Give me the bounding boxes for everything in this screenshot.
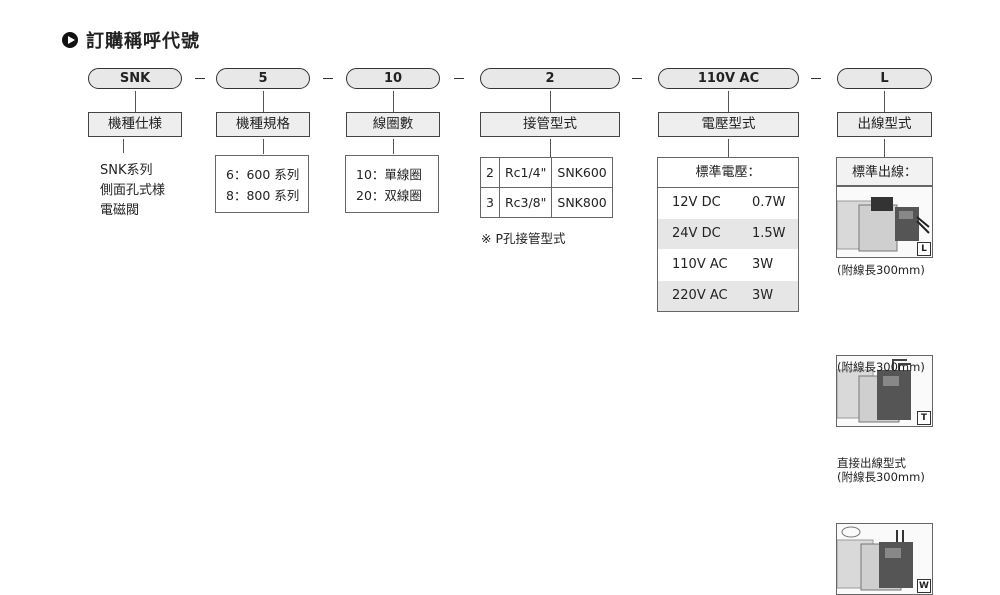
connector-line (550, 139, 551, 157)
connector-line (550, 91, 551, 112)
table-row: 2 Rc1/4" SNK600 (480, 157, 613, 188)
port-thread-cell: Rc3/8" (498, 187, 553, 218)
category-model-type: 機種仕様 (88, 112, 182, 137)
port-model-cell: SNK600 (551, 157, 613, 188)
connector-line (135, 91, 136, 112)
play-circle-icon (62, 32, 78, 48)
category-port-type: 接管型式 (480, 112, 620, 137)
power-cell: 1.5W (752, 226, 786, 241)
connector-line (393, 91, 394, 112)
connector-line (728, 91, 729, 112)
table-row: 12V DC 0.7W (658, 188, 798, 219)
wiring-badge: W (917, 579, 931, 593)
category-coil-count: 線圏數 (346, 112, 440, 137)
voltage-table-header: 標準電壓： (658, 158, 798, 188)
voltage-cell: 24V DC (672, 226, 721, 241)
valve-t-illustration (837, 359, 911, 423)
model-desc-line: 側面孔式様 (100, 183, 166, 198)
port-model-cell: SNK800 (551, 187, 613, 218)
table-row: 220V AC 3W (658, 281, 798, 311)
coil-options-box: 10：單線圈 20：双線圈 (345, 155, 439, 213)
model-desc-line: 電磁閥 (100, 203, 140, 218)
coil-option: 20：双線圈 (356, 188, 422, 203)
connector-line (728, 139, 729, 157)
wiring-badge: L (917, 242, 931, 256)
code-pill-wiring: L (837, 68, 932, 89)
table-row: 110V AC 3W (658, 250, 798, 281)
spec-option: 6：600 系列 (226, 167, 300, 182)
category-model-spec: 機種規格 (216, 112, 310, 137)
wiring-caption-line: 直接出線型式 (837, 456, 906, 470)
valve-l-illustration (837, 197, 930, 252)
separator-dash (632, 78, 642, 79)
connector-line (393, 139, 394, 154)
port-table: 2 Rc1/4" SNK600 3 Rc3/8" SNK800 (480, 157, 613, 218)
code-pill-model: SNK (88, 68, 182, 89)
separator-dash (195, 78, 205, 79)
connector-line (263, 139, 264, 154)
wiring-photo-w: W (836, 523, 933, 595)
wiring-caption: (附線長300mm) (837, 263, 925, 277)
power-cell: 0.7W (752, 195, 786, 210)
spec-options-box: 6：600 系列 8：800 系列 (215, 155, 309, 213)
table-row: 24V DC 1.5W (658, 219, 798, 250)
spec-option: 8：800 系列 (226, 188, 300, 203)
voltage-cell: 12V DC (672, 195, 721, 210)
wiring-photo-l: L (836, 186, 933, 258)
table-row: 3 Rc3/8" SNK800 (480, 187, 613, 218)
page-title-text: 訂購稱呼代號 (86, 31, 200, 52)
connector-line (884, 91, 885, 112)
separator-dash (454, 78, 464, 79)
model-desc-line: SNK系列 (100, 163, 153, 178)
page-title: 訂購稱呼代號 (62, 27, 200, 53)
connector-line (263, 91, 264, 112)
wiring-photo-t: T (836, 355, 933, 427)
category-voltage-type: 電壓型式 (658, 112, 799, 137)
wiring-badge: T (917, 411, 931, 425)
voltage-cell: 220V AC (672, 288, 728, 303)
port-code-cell: 3 (480, 187, 500, 218)
power-cell: 3W (752, 257, 774, 272)
coil-option: 10：單線圈 (356, 167, 422, 182)
wiring-caption: 直接出線型式 (附線長300mm) (837, 456, 925, 484)
code-pill-port: 2 (480, 68, 620, 89)
wiring-caption: (附線長300mm) (837, 360, 925, 374)
code-pill-spec: 5 (216, 68, 310, 89)
wiring-caption-line: (附線長300mm) (837, 470, 925, 484)
code-pill-voltage: 110V AC (658, 68, 799, 89)
code-pill-coil: 10 (346, 68, 440, 89)
separator-dash (323, 78, 333, 79)
category-wiring-type: 出線型式 (837, 112, 932, 137)
connector-line (884, 139, 885, 157)
power-cell: 3W (752, 288, 774, 303)
connector-line (123, 139, 124, 153)
port-thread-cell: Rc1/4" (498, 157, 553, 188)
separator-dash (811, 78, 821, 79)
port-note: ※ P孔接管型式 (481, 231, 566, 246)
model-description: SNK系列 側面孔式様 電磁閥 (100, 161, 165, 221)
voltage-table: 標準電壓： 12V DC 0.7W 24V DC 1.5W 110V AC 3W… (657, 157, 799, 312)
wiring-header: 標準出線： (836, 157, 933, 186)
port-code-cell: 2 (480, 157, 500, 188)
voltage-cell: 110V AC (672, 257, 728, 272)
